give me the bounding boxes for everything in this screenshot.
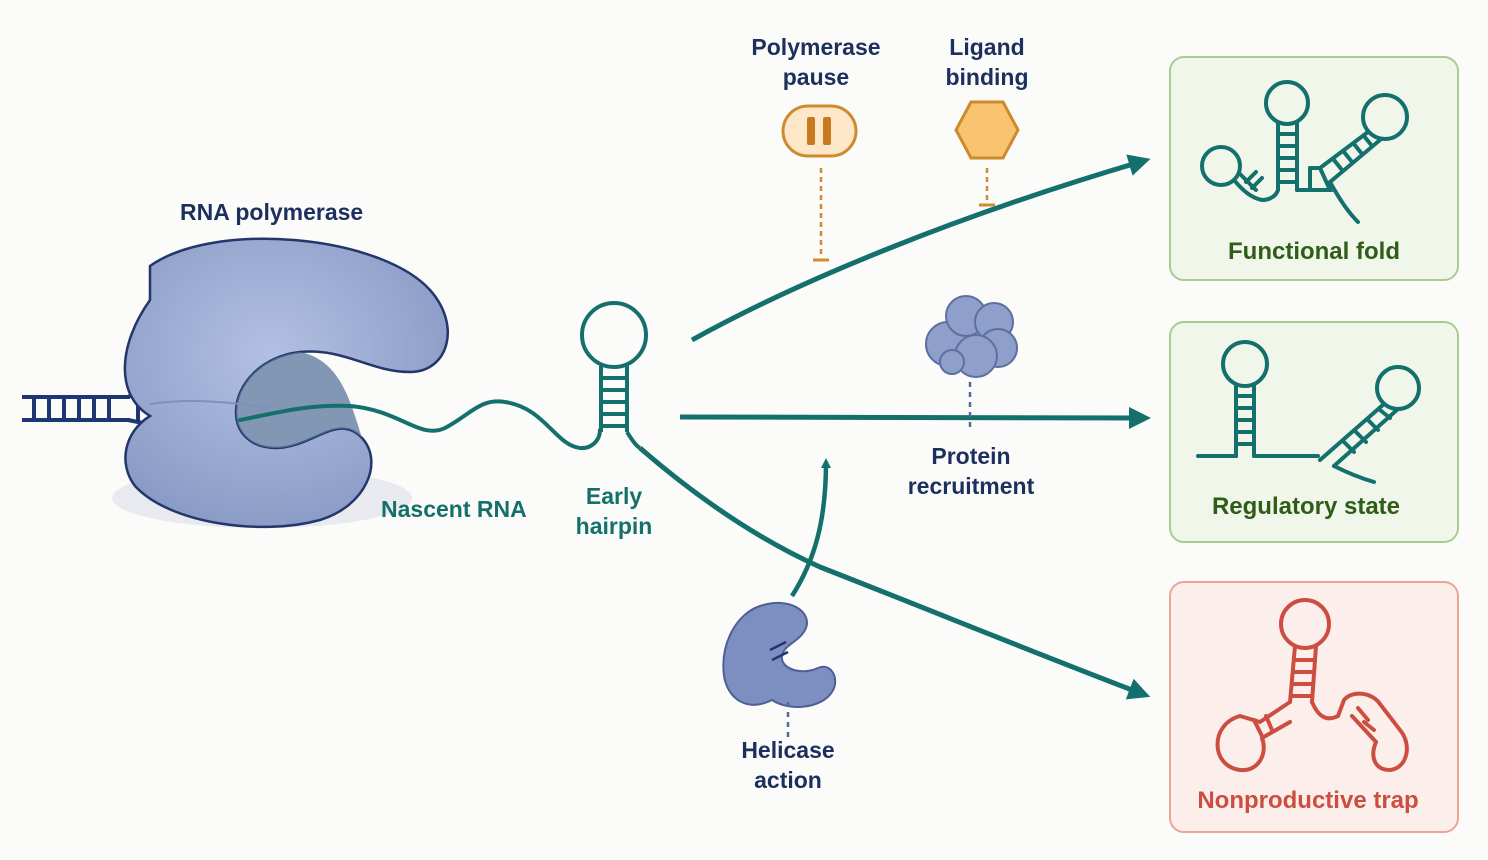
ligand-inhibition-line (979, 168, 995, 207)
helicase-action-label-line-1: Helicase (741, 737, 835, 763)
polymerase-pause-label-line-2: pause (782, 64, 850, 90)
rna-polymerase-label: RNA polymerase (180, 199, 364, 225)
arrow-to-functional-fold (690, 154, 1151, 343)
protein-recruitment-label-line-2: recruitment (907, 473, 1035, 499)
early-hairpin-label-line-1: Early (585, 483, 643, 509)
nonproductive-trap-title: Nonproductive trap (1197, 787, 1419, 814)
pause-inhibition-line (813, 168, 829, 262)
helicase-icon (722, 601, 837, 708)
polymerase-pause-label-line-1: Polymerase (751, 34, 881, 60)
nascent-rna-strand (238, 399, 602, 451)
ligand-binding-label: Ligand binding (932, 32, 1042, 92)
nascent-rna-label: Nascent RNA (381, 496, 527, 522)
helicase-action-arrow (790, 458, 831, 598)
ligand-binding-label-line-2: binding (945, 64, 1029, 90)
pause-icon (781, 104, 858, 158)
regulatory-state-title: Regulatory state (1211, 493, 1401, 520)
protein-recruitment-label-line-1: Protein (931, 443, 1011, 469)
early-hairpin-icon (580, 301, 648, 450)
functional-fold-structure-icon (1200, 80, 1409, 224)
helicase-action-label-line-2: action (754, 767, 822, 793)
protein-recruitment-label: Protein recruitment (898, 441, 1044, 501)
regulatory-state-box (1169, 321, 1459, 543)
arrow-to-regulatory-state (679, 406, 1151, 429)
polymerase-pause-label: Polymerase pause (746, 32, 886, 92)
rna-polymerase-icon (112, 237, 449, 529)
protein-cluster-icon (925, 295, 1018, 378)
nonproductive-trap-structure-icon (1215, 598, 1409, 773)
helicase-action-label: Helicase action (728, 735, 848, 795)
regulatory-state-structure-icon (1196, 340, 1421, 484)
arrow-to-nonproductive-trap (638, 446, 1151, 700)
ligand-binding-label-line-1: Ligand (949, 34, 1025, 60)
early-hairpin-label: Early hairpin (564, 481, 664, 541)
early-hairpin-label-line-2: hairpin (575, 513, 653, 539)
hexagon-ligand-icon (954, 100, 1020, 160)
functional-fold-title: Functional fold (1228, 238, 1400, 265)
